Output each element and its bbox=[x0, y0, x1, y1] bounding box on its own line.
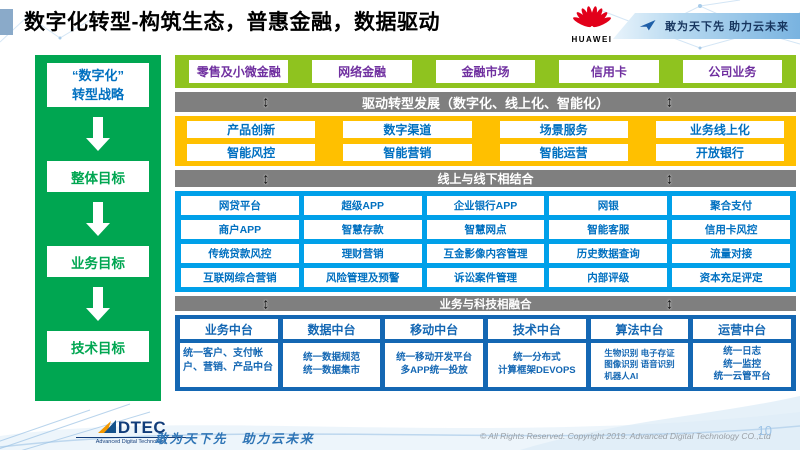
application-cell: 风险管理及预警 bbox=[303, 268, 422, 287]
footer-slogan: 敢为天下先 助力云未来 bbox=[155, 432, 315, 446]
strategy-item-tech-goal: 技术目标 bbox=[47, 331, 149, 362]
capability-grid: 产品创新 数字渠道 场景服务 业务线上化 智能风控 智能营销 智能运营 开放银行 bbox=[175, 116, 796, 166]
paper-plane-icon bbox=[639, 20, 656, 32]
application-cell: 智能客服 bbox=[549, 220, 668, 239]
section-bar-drive-transformation: ↕ 驱动转型发展（数字化、线上化、智能化） ↕ bbox=[175, 92, 796, 112]
huawei-flower-icon bbox=[573, 6, 611, 28]
platform-detail: 生物识别 电子存证 图像识别 语音识别 机器人AI bbox=[590, 343, 689, 387]
platform-grid: 业务中台 数据中台 移动中台 技术中台 算法中台 运营中台 统一客户、支付帐户、… bbox=[175, 315, 796, 391]
business-line: 公司业务 bbox=[682, 60, 783, 83]
section-bar-label: 驱动转型发展（数字化、线上化、智能化） bbox=[361, 95, 609, 111]
strategy-item-overall-goal: 整体目标 bbox=[47, 161, 149, 192]
business-line: 零售及小微金融 bbox=[189, 60, 289, 83]
platform-title: 运营中台 bbox=[693, 319, 791, 339]
section-bar-label: 业务与科技相融合 bbox=[439, 298, 532, 311]
application-cell: 网贷平台 bbox=[181, 196, 299, 215]
header-slogan-banner: 敢为天下先 助力云未来 bbox=[613, 13, 800, 39]
adtec-logo-subtext: Advanced Digital Technology bbox=[76, 437, 186, 445]
strategy-item-business-goal: 业务目标 bbox=[47, 246, 149, 277]
application-grid: 网贷平台 超级APP 企业银行APP 网银 聚合支付 商户APP 智慧存款 智慧… bbox=[175, 191, 796, 292]
application-cell: 网银 bbox=[549, 196, 668, 215]
application-cell: 聚合支付 bbox=[672, 196, 790, 215]
down-arrow-icon bbox=[86, 117, 110, 151]
application-cell: 互金影像内容管理 bbox=[426, 244, 545, 263]
updown-arrow-icon: ↕ bbox=[665, 170, 674, 187]
updown-arrow-icon: ↕ bbox=[261, 170, 270, 187]
application-cell: 历史数据查询 bbox=[549, 244, 668, 263]
business-lines-row: 零售及小微金融 网络金融 金融市场 信用卡 公司业务 bbox=[175, 55, 796, 88]
application-cell: 智慧存款 bbox=[303, 220, 422, 239]
capability-cell: 智能风控 bbox=[187, 144, 316, 161]
platform-title: 技术中台 bbox=[487, 319, 586, 339]
adtec-logo-icon bbox=[97, 420, 116, 433]
updown-arrow-icon: ↕ bbox=[261, 93, 270, 111]
application-cell: 智慧网点 bbox=[426, 220, 545, 239]
business-line: 网络金融 bbox=[312, 60, 412, 83]
capability-cell: 智能营销 bbox=[343, 144, 472, 161]
capability-cell: 数字渠道 bbox=[343, 121, 472, 138]
application-cell: 信用卡风控 bbox=[672, 220, 790, 239]
title-accent-square bbox=[0, 9, 13, 35]
section-bar-label: 线上与线下相结合 bbox=[437, 172, 534, 186]
updown-arrow-icon: ↕ bbox=[665, 295, 674, 312]
page-title: 数字化转型-构筑生态，普惠金融，数据驱动 bbox=[24, 11, 440, 34]
strategy-item-digital-strategy: “数字化” 转型战略 bbox=[47, 63, 149, 107]
section-bar-business-tech: ↕ 业务与科技相融合 ↕ bbox=[175, 295, 796, 312]
platform-title: 业务中台 bbox=[180, 319, 278, 339]
application-cell: 超级APP bbox=[303, 196, 422, 215]
down-arrow-icon bbox=[86, 202, 110, 236]
huawei-logo: HUAWEI bbox=[568, 3, 616, 44]
platform-detail: 统一日志 统一监控 统一云管平台 bbox=[693, 343, 791, 387]
platform-detail: 统一客户、支付帐户、营销、产品中台 bbox=[180, 343, 278, 387]
platform-title: 数据中台 bbox=[282, 319, 381, 339]
page-number: 10 bbox=[757, 423, 772, 438]
business-line: 信用卡 bbox=[559, 60, 659, 83]
capability-cell: 产品创新 bbox=[187, 121, 316, 138]
updown-arrow-icon: ↕ bbox=[261, 295, 270, 312]
down-arrow-icon bbox=[86, 287, 110, 321]
updown-arrow-icon: ↕ bbox=[665, 93, 674, 111]
capability-cell: 开放银行 bbox=[655, 144, 784, 161]
adtec-logo: DTEC Advanced Digital Technology bbox=[76, 419, 186, 445]
application-cell: 传统贷款风控 bbox=[181, 244, 299, 263]
business-line: 金融市场 bbox=[435, 60, 536, 83]
application-cell: 内部评级 bbox=[549, 268, 668, 287]
platform-detail: 统一移动开发平台 多APP统一投放 bbox=[385, 343, 483, 387]
huawei-logo-text: HUAWEI bbox=[571, 35, 613, 44]
strategy-panel: “数字化” 转型战略 整体目标 业务目标 技术目标 bbox=[35, 55, 161, 401]
platform-detail: 统一数据规范 统一数据集市 bbox=[282, 343, 381, 387]
header-slogan-text: 敢为天下先 助力云未来 bbox=[665, 21, 790, 33]
copyright-text: © All Rights Reserved. Copyright 2019. A… bbox=[480, 431, 771, 441]
adtec-logo-text: DTEC bbox=[117, 418, 167, 437]
capability-cell: 业务线上化 bbox=[655, 121, 784, 138]
platform-title: 算法中台 bbox=[590, 319, 689, 339]
application-cell: 商户APP bbox=[181, 220, 299, 239]
application-cell: 资本充足评定 bbox=[672, 268, 790, 287]
application-cell: 互联网综合营销 bbox=[181, 268, 299, 287]
capability-cell: 智能运营 bbox=[499, 144, 628, 161]
platform-detail: 统一分布式 计算框架DEVOPS bbox=[487, 343, 586, 387]
application-cell: 企业银行APP bbox=[426, 196, 545, 215]
platform-title: 移动中台 bbox=[385, 319, 483, 339]
capability-cell: 场景服务 bbox=[499, 121, 628, 138]
application-cell: 流量对接 bbox=[672, 244, 790, 263]
section-bar-online-offline: ↕ 线上与线下相结合 ↕ bbox=[175, 170, 796, 187]
application-cell: 诉讼案件管理 bbox=[426, 268, 545, 287]
application-cell: 理财营销 bbox=[303, 244, 422, 263]
